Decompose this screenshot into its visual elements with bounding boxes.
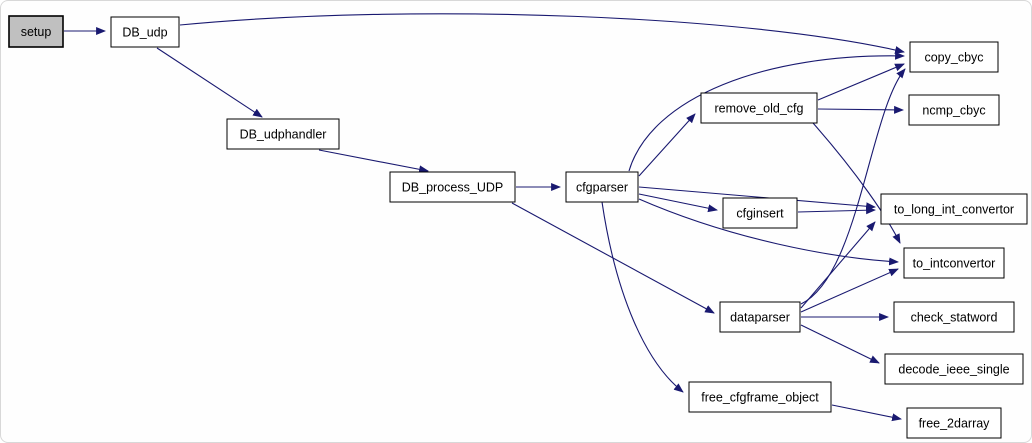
node-box-remove_old_cfg[interactable]: [700, 92, 818, 124]
edge-cfgparser-to-to_intconvertor: [638, 198, 899, 266]
node-check_statword[interactable]: check_statword: [893, 301, 1015, 333]
node-box-to_intconvertor[interactable]: [903, 247, 1005, 279]
edge-DB_udphandler-to-DB_process_UDP: [318, 149, 429, 174]
edge-remove_old_cfg-to-copy_cbyc: [817, 63, 905, 101]
edge-cfgparser-to-cfginsert: [638, 193, 718, 213]
edge-dataparser-to-to_intconvertor: [800, 268, 899, 313]
edge-cfgparser-to-remove_old_cfg: [638, 113, 696, 177]
node-box-free_cfgframe_object[interactable]: [688, 381, 832, 413]
edge-remove_old_cfg-to-to_intconvertor: [812, 122, 901, 244]
node-setup[interactable]: setup: [8, 15, 64, 48]
node-label-setup: setup: [21, 25, 52, 39]
node-box-copy_cbyc[interactable]: [909, 41, 999, 73]
node-label-to_intconvertor: to_intconvertor: [913, 256, 996, 270]
node-free_cfgframe_object[interactable]: free_cfgframe_object: [688, 381, 832, 413]
node-box-to_long_int_convertor[interactable]: [880, 193, 1028, 225]
node-box-cfgparser[interactable]: [565, 171, 639, 203]
edge-cfgparser-to-free_cfgframe_object: [601, 201, 684, 393]
node-to_long_int_convertor[interactable]: to_long_int_convertor: [880, 193, 1028, 225]
node-box-check_statword[interactable]: [893, 301, 1015, 333]
edge-cfgparser-to-to_long_int_convertor: [638, 186, 876, 211]
node-cfgparser[interactable]: cfgparser: [565, 171, 639, 203]
node-label-dataparser: dataparser: [730, 310, 790, 324]
node-label-free_2darray: free_2darray: [919, 416, 991, 430]
node-label-check_statword: check_statword: [911, 310, 998, 324]
node-box-decode_ieee_single[interactable]: [884, 353, 1024, 385]
node-remove_old_cfg[interactable]: remove_old_cfg: [700, 92, 818, 124]
node-DB_process_UDP[interactable]: DB_process_UDP: [389, 171, 516, 203]
edge-dataparser-to-to_long_int_convertor: [800, 221, 876, 309]
node-label-remove_old_cfg: remove_old_cfg: [715, 101, 804, 115]
node-ncmp_cbyc[interactable]: ncmp_cbyc: [908, 94, 1000, 126]
node-label-cfgparser: cfgparser: [576, 180, 628, 194]
node-copy_cbyc[interactable]: copy_cbyc: [909, 41, 999, 73]
edge-dataparser-to-decode_ieee_single: [800, 324, 880, 364]
node-dataparser[interactable]: dataparser: [719, 301, 801, 333]
node-box-dataparser[interactable]: [719, 301, 801, 333]
node-label-to_long_int_convertor: to_long_int_convertor: [894, 202, 1014, 216]
edge-DB_udp-to-copy_cbyc: [179, 13, 905, 54]
edge-DB_udp-to-DB_udphandler: [156, 47, 263, 118]
node-box-setup[interactable]: [8, 15, 64, 48]
node-label-cfginsert: cfginsert: [736, 206, 784, 220]
node-to_intconvertor[interactable]: to_intconvertor: [903, 247, 1005, 279]
node-box-DB_udp[interactable]: [110, 16, 180, 48]
edge-cfgparser-to-copy_cbyc: [628, 51, 905, 172]
node-free_2darray[interactable]: free_2darray: [906, 407, 1002, 439]
node-label-free_cfgframe_object: free_cfgframe_object: [701, 390, 819, 404]
node-box-ncmp_cbyc[interactable]: [908, 94, 1000, 126]
edge-remove_old_cfg-to-ncmp_cbyc: [817, 105, 904, 114]
edge-free_cfgframe_object-to-free_2darray: [831, 404, 902, 422]
node-DB_udphandler[interactable]: DB_udphandler: [226, 118, 340, 150]
node-DB_udp[interactable]: DB_udp: [110, 16, 180, 48]
node-cfginsert[interactable]: cfginsert: [722, 197, 798, 229]
node-label-DB_udphandler: DB_udphandler: [240, 127, 327, 141]
node-label-DB_udp: DB_udp: [122, 25, 167, 39]
node-label-copy_cbyc: copy_cbyc: [924, 50, 983, 64]
node-label-ncmp_cbyc: ncmp_cbyc: [922, 103, 985, 117]
node-box-free_2darray[interactable]: [906, 407, 1002, 439]
node-label-DB_process_UDP: DB_process_UDP: [402, 180, 503, 194]
edge-dataparser-to-copy_cbyc: [800, 68, 906, 305]
node-box-cfginsert[interactable]: [722, 197, 798, 229]
node-decode_ieee_single[interactable]: decode_ieee_single: [884, 353, 1024, 385]
node-box-DB_udphandler[interactable]: [226, 118, 340, 150]
node-label-decode_ieee_single: decode_ieee_single: [898, 362, 1009, 376]
edge-cfginsert-to-to_long_int_convertor: [797, 206, 876, 215]
node-box-DB_process_UDP[interactable]: [389, 171, 516, 203]
